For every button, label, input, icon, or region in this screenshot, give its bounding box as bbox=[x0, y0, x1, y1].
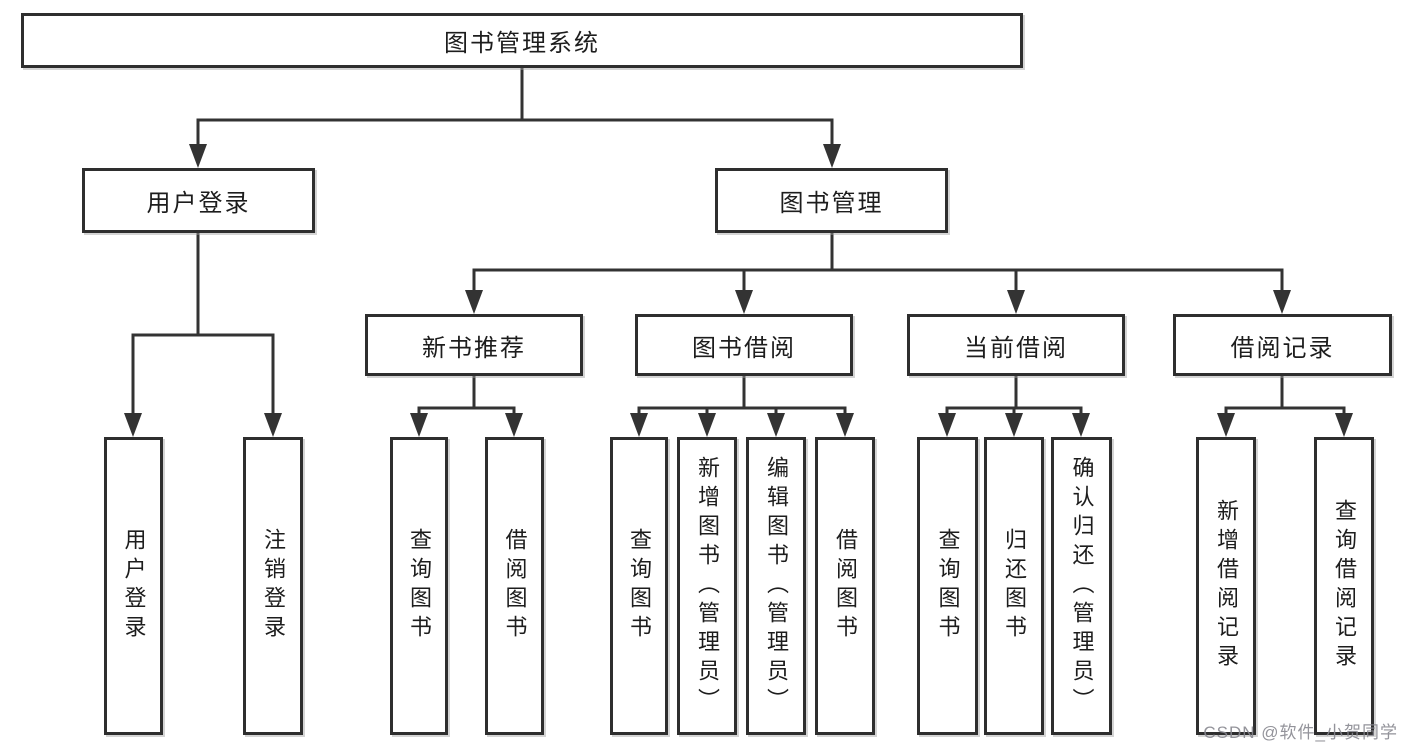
node-user-login: 用户登录 bbox=[82, 168, 315, 233]
node-book-borrowing: 图书借阅 bbox=[635, 314, 853, 376]
leaf-add-books-admin: 新增图书（管理员） bbox=[677, 437, 737, 735]
leaf-confirm-return-admin: 确认归还（管理员） bbox=[1051, 437, 1112, 735]
leaf-borrow-books: 借阅图书 bbox=[815, 437, 875, 735]
leaf-return-books: 归还图书 bbox=[984, 437, 1044, 735]
leaf-add-borrow-record: 新增借阅记录 bbox=[1196, 437, 1256, 735]
node-book-management: 图书管理 bbox=[715, 168, 948, 233]
leaf-logout: 注销登录 bbox=[243, 437, 303, 735]
leaf-query-books-current: 查询图书 bbox=[917, 437, 978, 735]
node-library-management-system: 图书管理系统 bbox=[21, 13, 1023, 68]
leaf-edit-books-admin: 编辑图书（管理员） bbox=[746, 437, 806, 735]
node-borrowing-records: 借阅记录 bbox=[1173, 314, 1392, 376]
csdn-watermark: CSDN @软件_小贺同学 bbox=[1203, 723, 1398, 742]
leaf-query-books-borrow: 查询图书 bbox=[610, 437, 668, 735]
leaf-borrow-books-recommend: 借阅图书 bbox=[485, 437, 544, 735]
node-current-borrowing: 当前借阅 bbox=[907, 314, 1125, 376]
node-new-book-recommendation: 新书推荐 bbox=[365, 314, 583, 376]
leaf-query-borrow-record: 查询借阅记录 bbox=[1314, 437, 1374, 735]
leaf-user-login: 用户登录 bbox=[104, 437, 163, 735]
leaf-query-books-recommend: 查询图书 bbox=[390, 437, 448, 735]
